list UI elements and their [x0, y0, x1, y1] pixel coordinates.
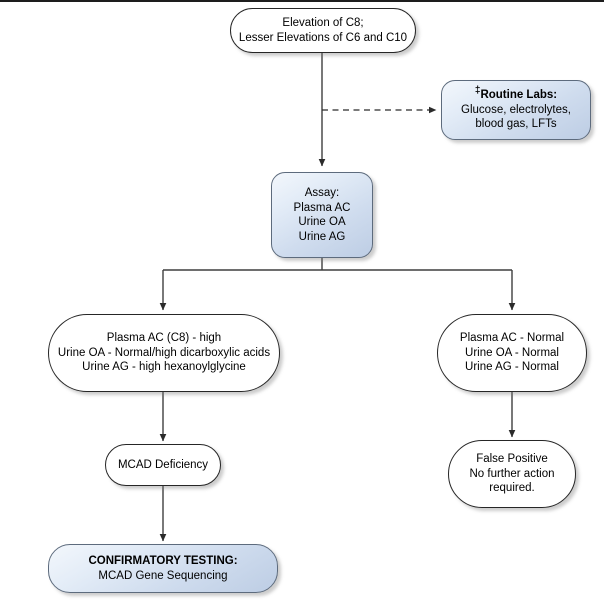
node-elevation-line-1: Elevation of C8; — [282, 17, 364, 29]
node-routine-labs-heading-text: Routine Labs: — [480, 89, 558, 102]
node-elevation-line-2: Lesser Elevations of C6 and C10 — [238, 31, 408, 44]
node-false-positive-line-1: False Positive — [476, 453, 548, 466]
node-abnormal-results[interactable]: Plasma AC (C8) - high Urine OA - Normal/… — [48, 314, 280, 392]
node-assay-line-4: Urine AG — [298, 230, 346, 243]
node-routine-labs-line-3: blood gas, LFTs — [475, 118, 557, 131]
node-confirmatory-line-2: MCAD Gene Sequencing — [98, 569, 228, 582]
node-routine-labs-line-2: Glucose, electrolytes, — [461, 103, 571, 116]
node-assay-line-3: Urine OA — [298, 216, 346, 228]
node-confirmatory-line-1: CONFIRMATORY TESTING: — [88, 555, 238, 567]
node-false-positive-line-2: No further action — [469, 467, 555, 480]
node-abnormal-line-2: Urine OA - Normal/high dicarboxylic acid… — [57, 346, 271, 359]
node-routine-labs[interactable]: ‡Routine Labs: Glucose, electrolytes, bl… — [441, 80, 591, 140]
node-false-positive-line-3: required. — [489, 482, 535, 495]
edge-assay-branch-bus — [163, 258, 512, 271]
node-elevation-of-c8[interactable]: Elevation of C8; Lesser Elevations of C6… — [230, 8, 416, 53]
node-assay-line-2: Plasma AC — [293, 201, 351, 214]
node-routine-labs-heading: ‡Routine Labs: — [474, 85, 558, 103]
node-mcad-line-1: MCAD Deficiency — [117, 458, 209, 471]
node-normal-line-2: Urine OA - Normal — [465, 346, 559, 359]
node-normal-results[interactable]: Plasma AC - Normal Urine OA - Normal Uri… — [437, 314, 587, 392]
node-assay[interactable]: Assay: Plasma AC Urine OA Urine AG — [271, 172, 373, 258]
double-dagger-icon: ‡ — [474, 85, 481, 97]
node-abnormal-line-3: Urine AG - high hexanoylglycine — [82, 361, 246, 374]
node-false-positive[interactable]: False Positive No further action require… — [448, 440, 576, 508]
node-mcad-deficiency[interactable]: MCAD Deficiency — [105, 444, 221, 486]
page-top-rule — [0, 0, 604, 2]
node-abnormal-line-1: Plasma AC (C8) - high — [106, 332, 222, 345]
node-confirmatory-testing[interactable]: CONFIRMATORY TESTING: MCAD Gene Sequenci… — [48, 544, 278, 593]
node-normal-line-1: Plasma AC - Normal — [459, 332, 565, 345]
node-assay-line-1: Assay: — [304, 187, 340, 199]
node-normal-line-3: Urine AG - Normal — [465, 361, 559, 374]
